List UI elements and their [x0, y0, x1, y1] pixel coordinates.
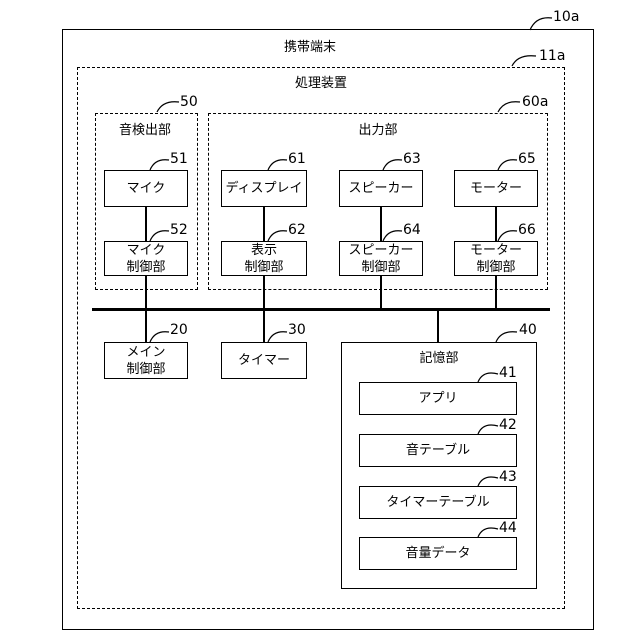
speaker-box: スピーカー [339, 170, 423, 207]
storage-item-app: アプリ [359, 382, 517, 415]
connector-speaker [380, 207, 382, 241]
connector-mic-ctrl-bus [145, 276, 147, 310]
sound-detection-title: 音検出部 [105, 119, 185, 138]
connector-motor [495, 207, 497, 241]
storage-item-timer-table: タイマーテーブル [359, 486, 517, 519]
system-bus [92, 308, 550, 311]
sound-table-ref: 42 [499, 417, 517, 433]
connector-motor-ctrl-bus [495, 276, 497, 310]
main-controller-box: メイン 制御部 [104, 342, 188, 379]
speaker-controller-box: スピーカー 制御部 [339, 241, 423, 276]
output-title: 出力部 [338, 119, 418, 138]
sound-detection-ref: 50 [180, 94, 198, 110]
storage-title: 記憶部 [399, 347, 479, 366]
connector-mic [145, 207, 147, 241]
processor-ref: 11a [539, 48, 565, 64]
terminal-ref: 10a [553, 9, 579, 25]
speaker-controller-ref: 64 [403, 222, 421, 238]
terminal-title: 携帯端末 [270, 36, 350, 55]
mic-controller-ref: 52 [170, 222, 188, 238]
app-ref: 41 [499, 365, 517, 381]
connector-display [263, 207, 265, 241]
motor-controller-box: モーター 制御部 [454, 241, 538, 276]
display-ref: 61 [288, 151, 306, 167]
main-controller-ref: 20 [170, 322, 188, 338]
speaker-ref: 63 [403, 151, 421, 167]
mic-controller-box: マイク 制御部 [104, 241, 188, 276]
motor-ref: 65 [518, 151, 536, 167]
connector-bus-storage [437, 310, 439, 342]
volume-data-ref: 44 [499, 520, 517, 536]
connector-bus-main [145, 310, 147, 342]
mic-box: マイク [104, 170, 188, 207]
storage-item-sound-table: 音テーブル [359, 434, 517, 467]
motor-box: モーター [454, 170, 538, 207]
connector-display-ctrl-bus [263, 276, 265, 310]
processor-title: 処理装置 [281, 72, 361, 91]
display-box: ディスプレイ [221, 170, 307, 207]
timer-box: タイマー [221, 342, 307, 379]
connector-bus-timer [263, 310, 265, 342]
timer-table-ref: 43 [499, 469, 517, 485]
display-controller-box: 表示 制御部 [221, 241, 307, 276]
connector-speaker-ctrl-bus [380, 276, 382, 310]
mic-ref: 51 [170, 151, 188, 167]
storage-ref: 40 [519, 322, 537, 338]
display-controller-ref: 62 [288, 222, 306, 238]
storage-item-volume-data: 音量データ [359, 537, 517, 570]
motor-controller-ref: 66 [518, 222, 536, 238]
timer-ref: 30 [288, 322, 306, 338]
output-ref: 60a [522, 94, 548, 110]
